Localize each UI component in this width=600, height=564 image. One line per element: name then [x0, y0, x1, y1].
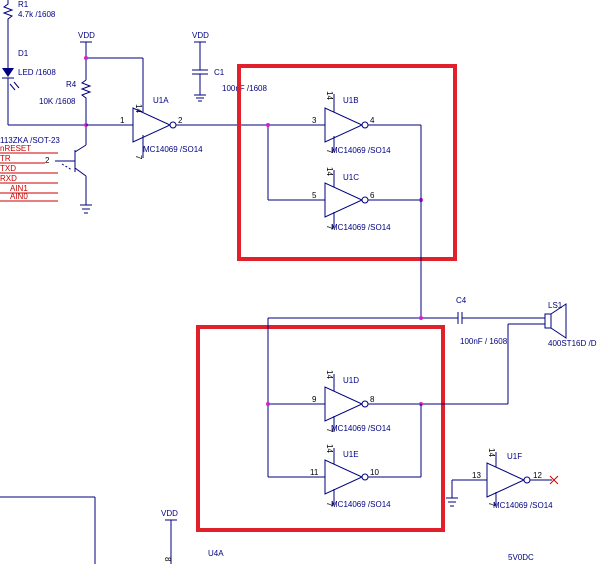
speaker-ls1: LS1 400ST16D /D	[507, 301, 597, 404]
net-txd: TXD	[0, 164, 16, 173]
svg-text:10: 10	[370, 468, 379, 477]
ls1-ref: LS1	[548, 301, 563, 310]
svg-text:8: 8	[163, 557, 172, 562]
ls1-value: 400ST16D /D	[548, 339, 597, 348]
transistor: 113ZKA /SOT-23 2	[0, 124, 92, 214]
net-ain0: AIN0	[10, 192, 28, 201]
svg-text:VDD: VDD	[192, 31, 209, 40]
u1b-part: MC14069 /SO14	[331, 146, 391, 155]
r4-ref: R4	[66, 80, 77, 89]
inverter-u1b: 3 4 14 7 U1B MC14069 /SO14	[268, 91, 421, 155]
d1-ref: D1	[18, 49, 29, 58]
svg-text:2: 2	[178, 116, 183, 125]
r1-ref: R1	[18, 0, 29, 9]
svg-text:7: 7	[134, 155, 143, 160]
svg-text:3: 3	[312, 116, 317, 125]
highlight-box-bottom	[196, 325, 445, 532]
inverter-u1a: 1 2 14 7 U1A MC14069 /SO14	[86, 96, 268, 160]
svg-text:VDD: VDD	[161, 509, 178, 518]
svg-text:13: 13	[472, 471, 481, 480]
u1b-ref: U1B	[343, 96, 359, 105]
svg-text:14: 14	[325, 444, 334, 453]
u1d-part: MC14069 /SO14	[331, 424, 391, 433]
svg-text:8: 8	[370, 395, 375, 404]
u4a-section: VDD 8 U4A 5V0DC	[0, 496, 534, 564]
inverter-u1f: 13 12 14 7 U1F MC14069 /SO14	[446, 448, 559, 510]
c4-ref: C4	[456, 296, 467, 305]
svg-text:1: 1	[120, 116, 125, 125]
net-rxd: RXD	[0, 174, 17, 183]
svg-text:11: 11	[310, 468, 319, 477]
c4-value: 100nF / 1608	[460, 337, 508, 346]
r4-value: 10K /1608	[39, 97, 76, 106]
vdd-symbol-r4: VDD	[78, 31, 95, 58]
u1e-part: MC14069 /SO14	[331, 500, 391, 509]
net-tr: TR	[0, 154, 11, 163]
svg-text:7: 7	[325, 149, 334, 154]
transistor-value: 113ZKA /SOT-23	[0, 136, 60, 145]
c1-value: 100nF /1608	[222, 84, 267, 93]
r1-value: 4.7k /1608	[18, 10, 56, 19]
u1f-ref: U1F	[507, 452, 522, 461]
svg-text:7: 7	[487, 502, 496, 507]
svg-text:5: 5	[312, 191, 317, 200]
svg-text:14: 14	[134, 104, 143, 113]
u1c-part: MC14069 /SO14	[331, 223, 391, 232]
svg-text:7: 7	[325, 225, 334, 230]
u4a-ref: U4A	[208, 549, 224, 558]
inverter-u1d: 9 8 14 7 U1D MC14069 /SO14	[267, 318, 508, 477]
capacitor-c4: C4 100nF / 1608	[456, 296, 545, 346]
supply-5v-label: 5V0DC	[508, 553, 534, 562]
c1-ref: C1	[214, 68, 225, 77]
u1f-part: MC14069 /SO14	[493, 501, 553, 510]
svg-text:14: 14	[325, 91, 334, 100]
transistor-base-pin: 2	[45, 156, 50, 165]
u1a-part: MC14069 /SO14	[143, 145, 203, 154]
svg-text:4: 4	[370, 116, 375, 125]
inverter-u1c: 5 6 14 7 U1C MC14069 /SO14	[267, 125, 421, 232]
resistor-r4: R4 10K /1608	[39, 45, 92, 125]
svg-text:7: 7	[325, 502, 334, 507]
svg-text:6: 6	[370, 191, 375, 200]
svg-text:9: 9	[312, 395, 317, 404]
u1a-ref: U1A	[153, 96, 169, 105]
vdd-label: VDD	[78, 31, 95, 40]
net-nreset: nRESET	[0, 144, 31, 153]
svg-text:14: 14	[487, 448, 496, 457]
u1e-ref: U1E	[343, 450, 359, 459]
capacitor-c1: VDD C1 100nF /1608	[192, 31, 267, 102]
svg-text:14: 14	[325, 167, 334, 176]
u1c-ref: U1C	[343, 173, 359, 182]
svg-text:12: 12	[533, 471, 542, 480]
svg-text:14: 14	[325, 370, 334, 379]
highlight-box-top	[237, 64, 457, 261]
led-d1: D1 LED /1608	[2, 49, 56, 125]
u1d-ref: U1D	[343, 376, 359, 385]
inverter-u1e: 11 10 14 7 U1E MC14069 /SO14	[268, 404, 422, 509]
resistor-r1: R1 4.7k /1608	[2, 0, 56, 60]
d1-value: LED /1608	[18, 68, 56, 77]
net-ain1: AIN1	[10, 184, 28, 193]
svg-text:7: 7	[325, 428, 334, 433]
net-labels: nRESET TR TXD RXD AIN1 AIN0	[0, 144, 58, 202]
